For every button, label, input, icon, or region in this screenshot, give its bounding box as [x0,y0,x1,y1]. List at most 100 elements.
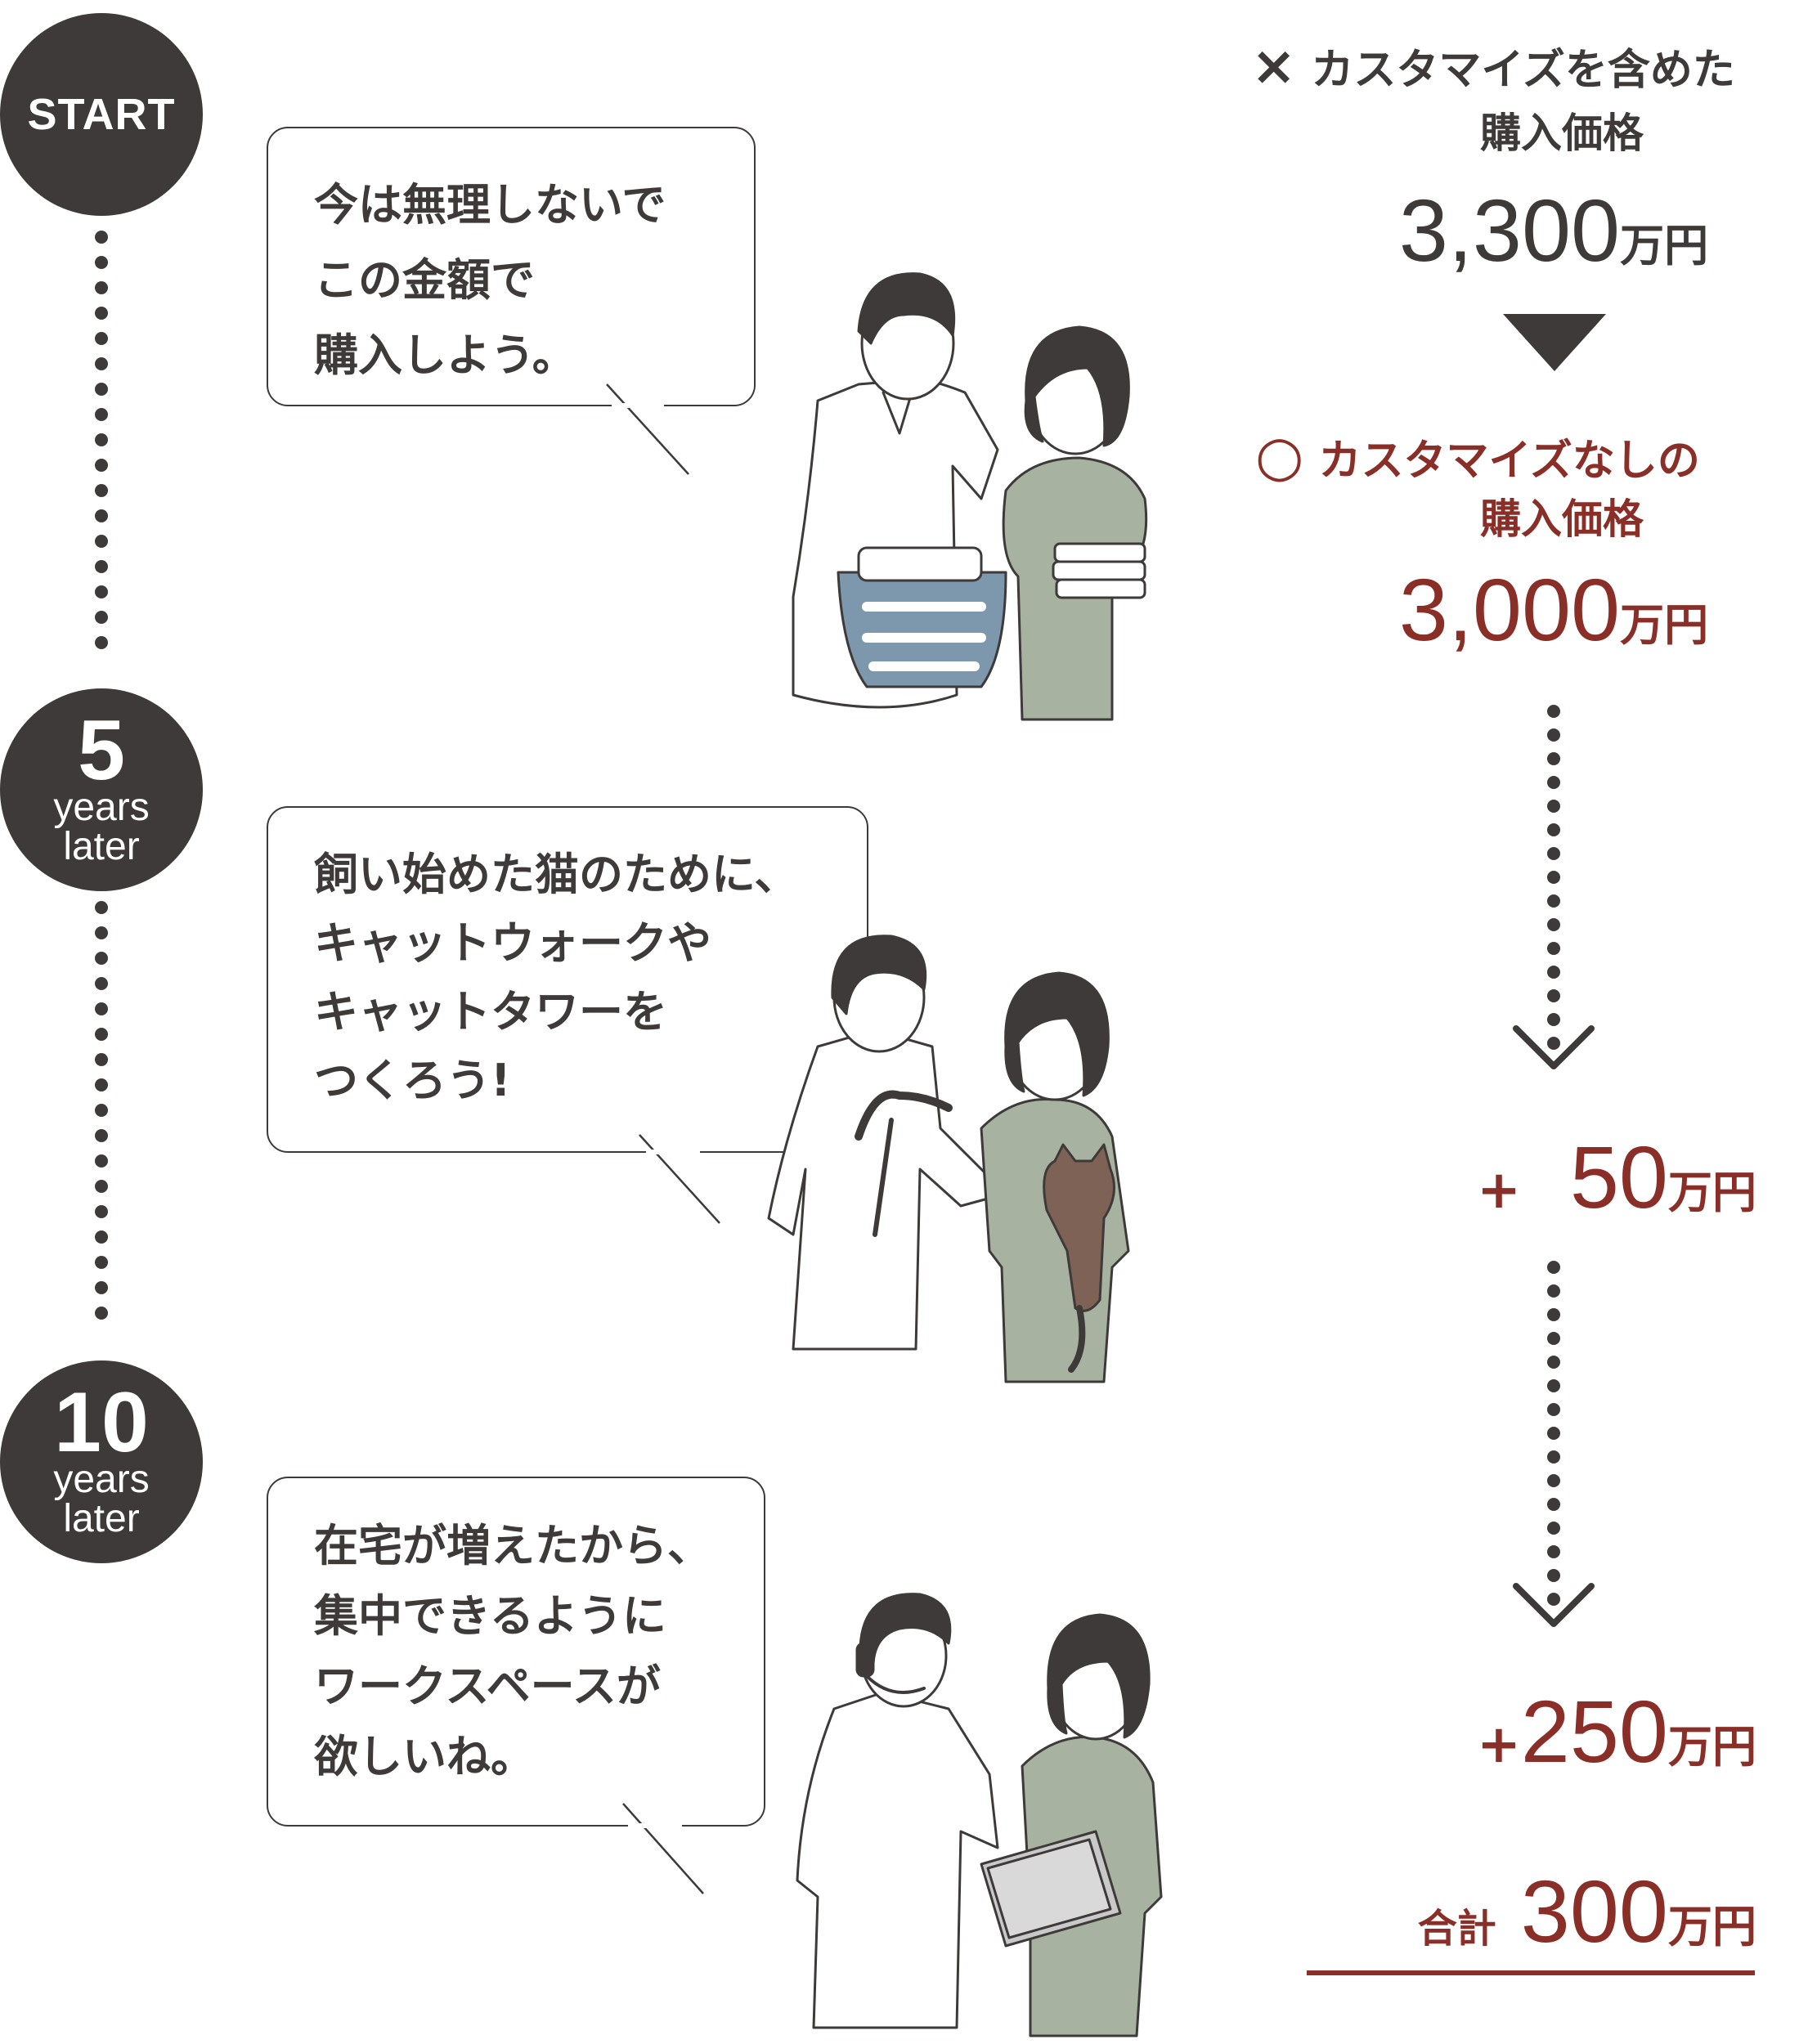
timeline-dot [95,459,108,472]
connector-dot [1547,1545,1560,1558]
stage-label-years: years [53,1458,150,1501]
timeline-dot [95,231,108,244]
connector-dot [1547,823,1560,836]
bubble-line: キャットウォークや [314,917,711,969]
price-without-custom-label-line2: 購入価格 [1480,495,1644,543]
price-with-number: 3,300 [1398,181,1621,280]
addition-unit: 万円 [1668,1721,1756,1773]
timeline-dot [95,1104,108,1117]
price-without-label: カスタマイズなしの [1318,437,1700,486]
stage-number: 5 [78,703,125,798]
price-with-custom-value: 3,300万円 [1308,173,1799,288]
bubble-line: 在宅が増えたから、 [314,1520,711,1571]
total-label: 合計 [1417,1906,1496,1952]
total-amount: 合計 300万円 [1308,1854,1799,1969]
stage-label-later: later [63,825,140,868]
timeline-dot [95,1180,108,1193]
addition-10-years: +250万円 [1390,1674,1799,1789]
speech-bubble-5-years: 飼い始めた猫のために、 キャットウォークや キャットタワーを つくろう! [267,806,868,1153]
connector-dot [1547,728,1560,742]
circle-icon: ○ [1255,424,1304,489]
timeline-dot [95,585,108,598]
timeline-dot [95,1028,108,1041]
price-with-custom-label-line2: 購入価格 [1480,110,1644,157]
speech-bubble-10-years: 在宅が増えたから、 集中できるように ワークスペースが 欲しいね。 [267,1477,765,1827]
price-with-unit: 万円 [1620,220,1709,271]
bubble-line: ワークスペースが [314,1661,661,1712]
connector-dot [1547,1569,1560,1582]
timeline-10-years-marker: 10 years later [0,1360,203,1563]
addition-5-years: +50万円 [1390,1120,1799,1235]
addition-number: 250 [1520,1682,1668,1781]
timeline-dot [95,952,108,965]
cross-icon: × [1251,34,1297,97]
connector-dot [1547,1013,1560,1026]
illustration-couple-workspace [796,1593,1163,2037]
timeline-dot [95,901,108,914]
connector-dot [1547,847,1560,860]
timeline-dot [95,1230,108,1244]
price-with-custom-label-line1: × カスタマイズを含めた [1251,33,1799,100]
timeline-dot [95,1256,108,1269]
plus-sign: + [1477,1160,1521,1221]
connector-dot [1547,1403,1560,1416]
connector-dot [1547,1450,1560,1464]
timeline-dot [95,1205,108,1218]
bubble-line: 今は無理しないで [314,179,666,231]
price-with-label: カスタマイズを含めた [1311,46,1735,95]
connector-dot [1547,1427,1560,1440]
timeline-start-marker: START [0,13,203,216]
timeline-dot [95,1053,108,1066]
bubble-line: 集中できるように [314,1590,666,1642]
connector-dot [1547,705,1560,718]
plus-sign: + [1477,1715,1521,1775]
timeline-dot [95,256,108,269]
connector-dot [1547,800,1560,813]
price-without-custom-value: 3,000万円 [1308,553,1799,667]
timeline-dot [95,357,108,370]
total-number: 300 [1520,1862,1668,1961]
timeline-dot [95,1154,108,1168]
timeline-dot [95,1078,108,1091]
timeline-dot [95,332,108,345]
down-triangle-icon [1503,314,1606,371]
bubble-line: この金額で [314,254,535,306]
timeline-dot [95,1281,108,1294]
timeline-dot [95,977,108,990]
bubble-line: 購入しよう。 [314,329,576,381]
connector-dot [1547,966,1560,979]
price-without-unit: 万円 [1620,599,1709,651]
timeline-dot [95,484,108,497]
illustration-couple-laundry [792,272,1148,721]
bubble-line: 飼い始めた猫のために、 [314,849,799,900]
stage-label-later: later [63,1497,140,1540]
timeline-dot [95,611,108,624]
connector-dot [1547,1593,1560,1606]
price-without-number: 3,000 [1398,560,1621,659]
stage-label-years: years [53,786,150,829]
connector-dot [1547,918,1560,931]
timeline-5-years-marker: 5 years later [0,688,203,891]
bubble-line: 欲しいね。 [314,1731,535,1782]
price-without-custom-label-line1: ○ カスタマイズなしの [1255,424,1799,491]
total-unit: 万円 [1668,1901,1756,1952]
connector-dot [1547,1498,1560,1511]
timeline-dot [95,1307,108,1320]
connector-dot [1547,1308,1560,1321]
timeline-dot [95,281,108,294]
timeline-dot [95,1129,108,1142]
addition-connectors [1513,705,1595,1627]
timeline-dot [95,636,108,649]
chevron-down-icon [1513,1025,1595,1069]
connector-dot [1547,1284,1560,1298]
timeline-dot [95,1002,108,1015]
connector-dot [1547,776,1560,789]
connector-dot [1547,989,1560,1002]
stage-number: 10 [54,1375,149,1470]
chevron-down-icon [1513,1583,1595,1627]
speech-bubble-start: 今は無理しないで この金額で 購入しよう。 [267,127,756,406]
connector-dot [1547,1474,1560,1487]
connector-dot [1547,942,1560,955]
connector-dot [1547,1522,1560,1535]
